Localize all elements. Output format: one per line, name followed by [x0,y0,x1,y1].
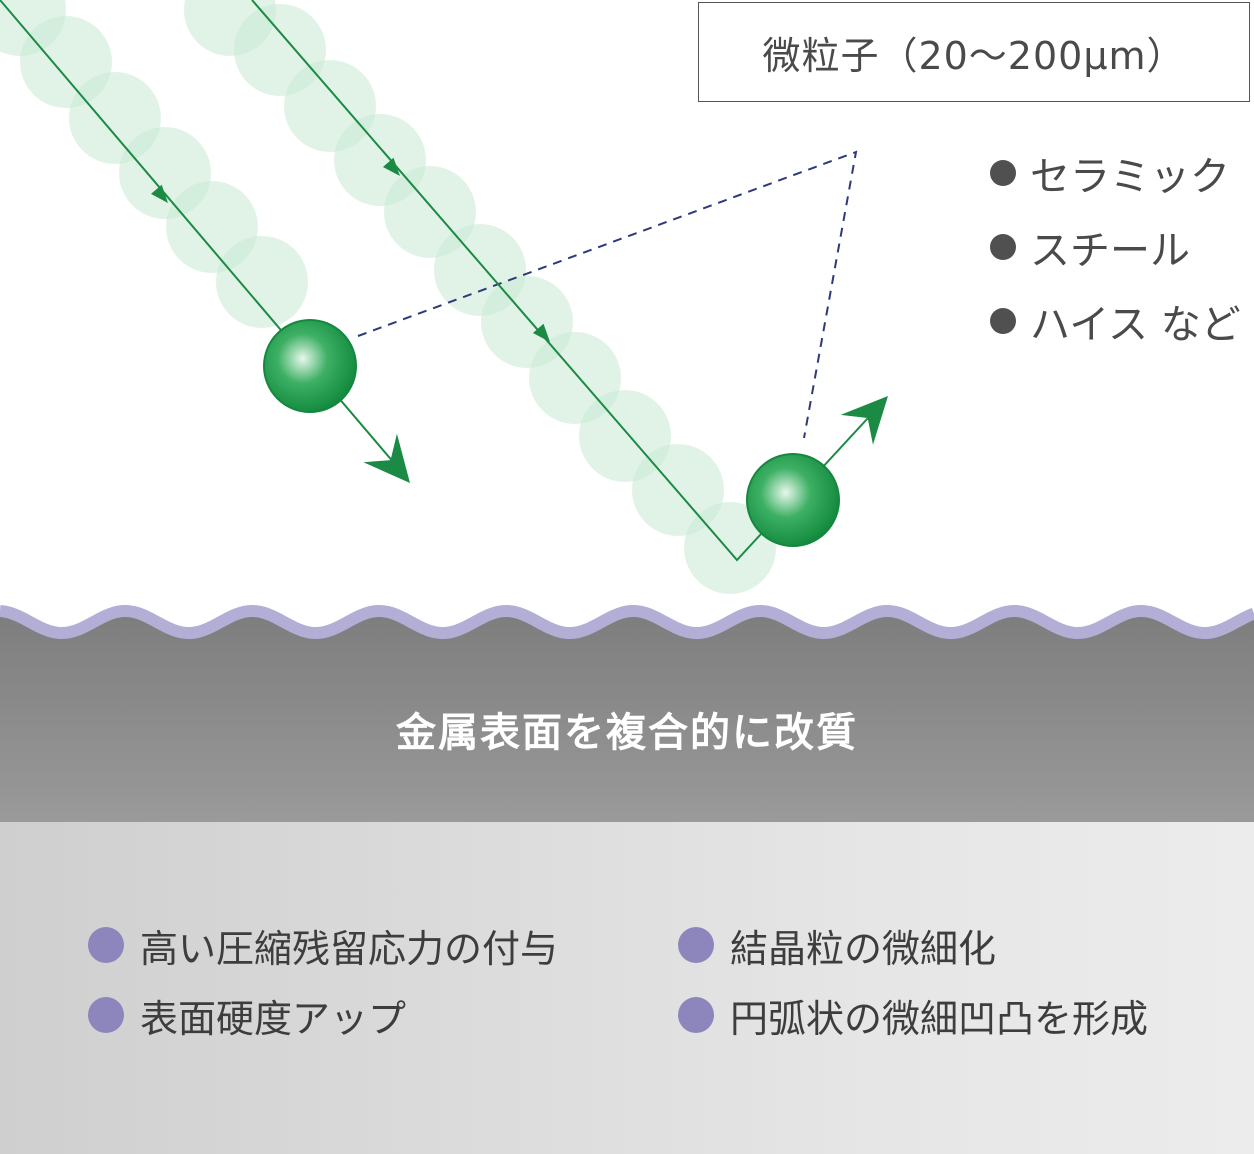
effect-item: 表面硬度アップ [88,980,558,1050]
material-label: スチール [1030,228,1190,274]
bullet-icon [88,997,124,1033]
small-arrowhead [151,184,168,203]
small-arrowheads [151,157,550,342]
material-item: ハイス など [990,284,1241,358]
material-item: スチール [990,210,1241,284]
effects-list-right: 結晶粒の微細化 円弧状の微細凹凸を形成 [678,910,1148,1050]
effect-item: 結晶粒の微細化 [678,910,1148,980]
effect-item: 高い圧縮残留応力の付与 [88,910,558,980]
dashed-guide-line [357,150,858,439]
effect-label: 円弧状の微細凹凸を形成 [730,996,1149,1041]
large-arrowhead-up [840,396,888,445]
small-arrowhead [382,157,400,176]
effect-label: 表面硬度アップ [140,996,407,1041]
effect-item: 円弧状の微細凹凸を形成 [678,980,1148,1050]
bullet-icon [678,927,714,963]
effects-list-left: 高い圧縮残留応力の付与 表面硬度アップ [88,910,558,1050]
particle-incoming [263,319,357,413]
trail-ghost-particle [216,236,308,328]
modified-surface-layer [0,604,1254,640]
large-arrowhead-down [363,433,410,483]
bullet-icon [678,997,714,1033]
small-arrowhead [532,323,550,342]
lower-panel [0,822,1254,1154]
material-label: ハイス など [1030,302,1241,348]
material-list: セラミック スチール ハイス など [990,136,1241,358]
particle-trails [0,0,776,594]
particle-rebounding [746,453,840,547]
material-label: セラミック [1030,154,1230,200]
effect-label: 高い圧縮残留応力の付与 [140,926,559,971]
material-item: セラミック [990,136,1241,210]
surface-title: 金属表面を複合的に改質 [396,710,858,756]
bullet-icon [88,927,124,963]
trajectory-line-right [251,0,881,562]
bullet-icon [990,160,1016,186]
bullet-icon [990,308,1016,334]
effect-label: 結晶粒の微細化 [730,926,997,971]
bullet-icon [990,234,1016,260]
particle-size-label: 微粒子（20〜200µm） [698,2,1250,102]
metal-surface-band [0,611,1254,822]
